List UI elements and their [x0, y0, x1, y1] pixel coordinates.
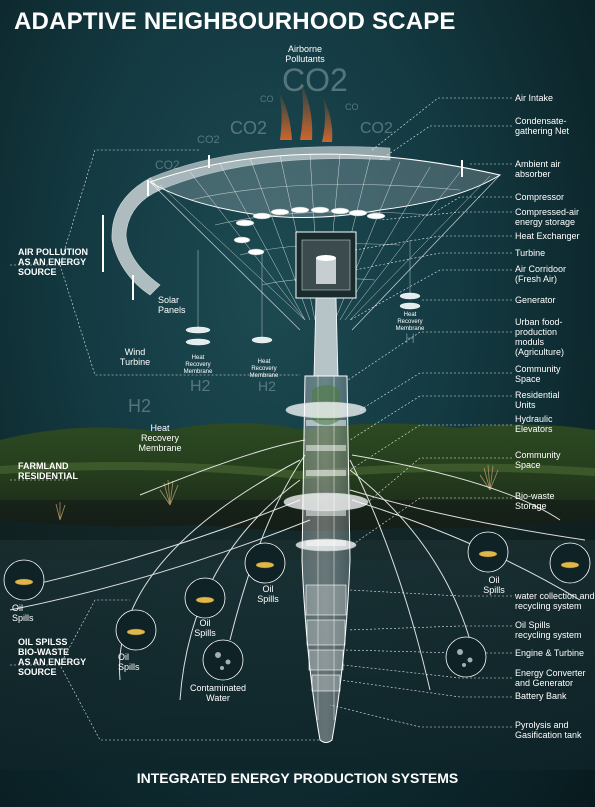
pollution-plume	[278, 80, 333, 142]
co2-label: CO2	[197, 134, 220, 146]
right-label-12: Hydraulic Elevators	[515, 414, 553, 434]
right-label-1: Condensate- gathering Net	[515, 116, 570, 136]
right-label-7: Air Corridoor (Fresh Air)	[515, 264, 567, 284]
oil-spill-label: Oil Spills	[12, 603, 34, 623]
right-label-10: Community Space	[515, 364, 561, 384]
h2-label: H2	[128, 396, 152, 416]
leader-lines	[329, 97, 512, 728]
right-label-9: Urban food- production moduls (Agricultu…	[515, 317, 565, 357]
oil-spill-label: Oil Spills	[194, 618, 216, 638]
page-title: ADAPTIVE NEIGHBOURHOOD SCAPE	[14, 8, 456, 35]
heat-recovery-membrane-small-label: Heat Recovery Membrane	[249, 359, 279, 379]
right-label-14: Bio-waste Storage	[515, 491, 555, 511]
right-label-16: Oil Spills recycling system	[515, 620, 582, 640]
right-label-2: Ambient air absorber	[515, 159, 561, 179]
co2-label: CO2	[230, 118, 268, 138]
co2-label: CO2	[155, 158, 180, 172]
right-label-8: Generator	[515, 295, 556, 305]
right-label-15: water collection and recycling system	[515, 591, 595, 611]
heat-recovery-membrane-small-label: Heat Recovery Membrane	[395, 312, 425, 332]
co-label: CO	[345, 102, 359, 112]
h-label: H	[405, 330, 416, 346]
grass-tufts	[55, 464, 499, 521]
right-label-5: Heat Exchanger	[515, 231, 580, 241]
right-label-4: Compressed-air energy storage	[515, 207, 580, 227]
contaminated-water-label: Contaminated Water	[189, 683, 247, 703]
right-label-0: Air Intake	[515, 93, 554, 103]
solar-panel-ring	[111, 146, 391, 296]
h2-label: H2	[190, 378, 211, 395]
oil-spill-label: Oil Spills	[118, 652, 140, 672]
tower-platforms	[283, 401, 369, 552]
co2-large-label: CO2	[282, 62, 348, 98]
oil-spill-label: Oil Spills	[257, 584, 279, 604]
central-machine-box	[295, 231, 357, 299]
co2-label: CO2	[360, 120, 393, 137]
right-label-17: Engine & Turbine	[515, 648, 585, 658]
footer-title: INTEGRATED ENERGY PRODUCTION SYSTEMS	[136, 770, 459, 786]
heat-recovery-membrane-small-label: Heat Recovery Membrane	[183, 355, 213, 375]
right-label-18: Energy Converter and Generator	[515, 668, 586, 688]
oil-spill-label: Oil Spills	[483, 575, 505, 595]
solar-panels-label: Solar Panels	[158, 295, 186, 315]
right-label-11: Residential Units	[515, 390, 560, 410]
heat-recovery-membrane-label: Heat Recovery Membrane	[138, 423, 182, 453]
section-oil-spills: OIL SPILSS BIO-WASTE AS AN ENERGY SOURCE	[18, 637, 87, 677]
right-label-13: Community Space	[515, 450, 561, 470]
collector-dish	[148, 153, 502, 331]
wind-turbine-label: Wind Turbine	[119, 347, 151, 367]
section-air-pollution: AIR POLLUTION AS AN ENERGY SOURCE	[18, 247, 88, 277]
right-label-6: Turbine	[515, 248, 546, 258]
right-label-19: Battery Bank	[515, 691, 567, 701]
right-label-3: Compressor	[515, 192, 565, 202]
flow-lines	[9, 439, 586, 701]
farmland-band	[0, 422, 595, 560]
h2-label: H2	[258, 378, 276, 394]
right-label-20: Pyrolysis and Gasification tank	[515, 720, 582, 740]
airborne-pollutants-label: Airborne Pollutants	[285, 44, 325, 64]
section-farmland: FARMLAND RESIDENTIAL	[18, 461, 79, 481]
co-label: CO	[260, 94, 274, 104]
